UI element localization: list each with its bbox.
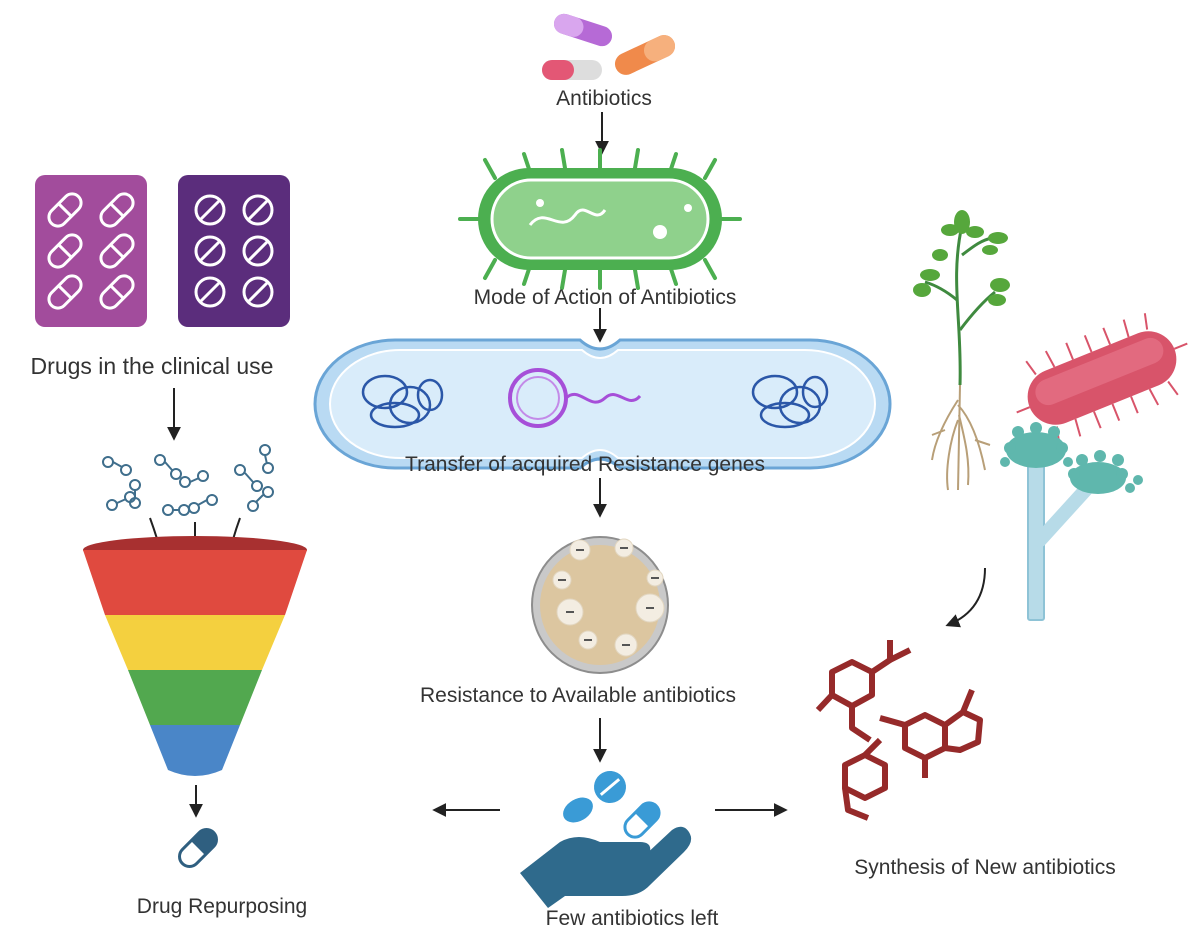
- arrow-curve-sources: [945, 567, 986, 628]
- label-transfer: Transfer of acquired Resistance genes: [405, 453, 765, 476]
- chemical-structure-icon: [815, 640, 983, 821]
- capsule-icon: [542, 13, 676, 80]
- molecule-icon: [102, 444, 274, 516]
- bacterium-icon: [1016, 313, 1188, 443]
- capsule-icon: [178, 828, 218, 868]
- bacterium-icon: [458, 148, 742, 290]
- dividing-cell-icon: [313, 338, 892, 470]
- label-resistance: Resistance to Available antibiotics: [420, 684, 736, 707]
- label-few-left: Few antibiotics left: [545, 907, 719, 930]
- petri-dish-icon: [531, 536, 669, 674]
- blister-pack-icon: [35, 175, 290, 327]
- mold-icon: [1000, 422, 1143, 621]
- funnel-icon: [83, 536, 307, 776]
- label-synthesis: Synthesis of New antibiotics: [854, 856, 1116, 879]
- label-antibiotics: Antibiotics: [556, 87, 652, 110]
- label-repurposing: Drug Repurposing: [136, 895, 308, 918]
- hand-pills-icon: [520, 771, 692, 908]
- plant-icon: [913, 210, 1010, 491]
- label-mode-of-action: Mode of Action of Antibiotics: [473, 286, 737, 309]
- label-drugs-clinical: Drugs in the clinical use: [30, 353, 274, 379]
